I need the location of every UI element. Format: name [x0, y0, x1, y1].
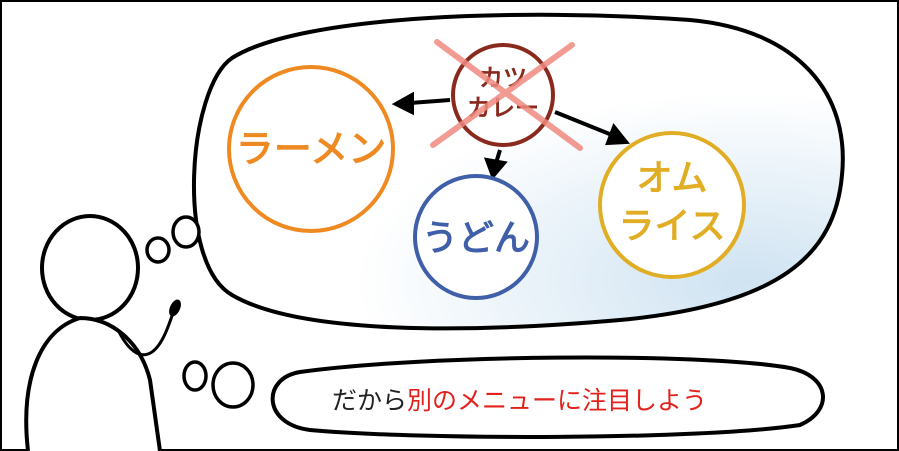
- udon-circle: [413, 174, 539, 300]
- arrow-to-ramen: [409, 98, 451, 105]
- arrow-to-udon-head: [483, 157, 508, 180]
- thought-dot-small-2: [171, 215, 201, 249]
- omurice-label-line2: ライス: [619, 206, 726, 247]
- thought-dot-small-3: [182, 360, 208, 392]
- caption-highlight: 別のメニューに注目しよう: [407, 386, 707, 415]
- arrow-to-omurice: [554, 110, 613, 137]
- cross-mark: [430, 39, 583, 151]
- person-hand: [169, 299, 181, 317]
- omurice-circle: [598, 131, 746, 279]
- caption-text: だから別のメニューに注目しよう: [332, 386, 707, 415]
- caption-bubble: [270, 355, 825, 439]
- person-head: [40, 214, 140, 322]
- person-figure: [24, 214, 181, 451]
- arrows: [391, 91, 630, 180]
- thought-dot-small-4: [211, 361, 255, 409]
- ramen-label: ラーメン: [236, 127, 386, 171]
- thought-dot-small-1: [145, 236, 171, 264]
- person-body: [24, 315, 162, 451]
- arrow-to-omurice-head: [605, 123, 630, 146]
- caption-prefix: だから: [332, 386, 407, 415]
- omurice-label-line1: オム: [637, 158, 708, 199]
- arrow-to-ramen-head: [391, 91, 414, 116]
- person-arm: [116, 309, 176, 357]
- udon-label: うどん: [422, 218, 530, 259]
- ramen-circle: [227, 65, 395, 233]
